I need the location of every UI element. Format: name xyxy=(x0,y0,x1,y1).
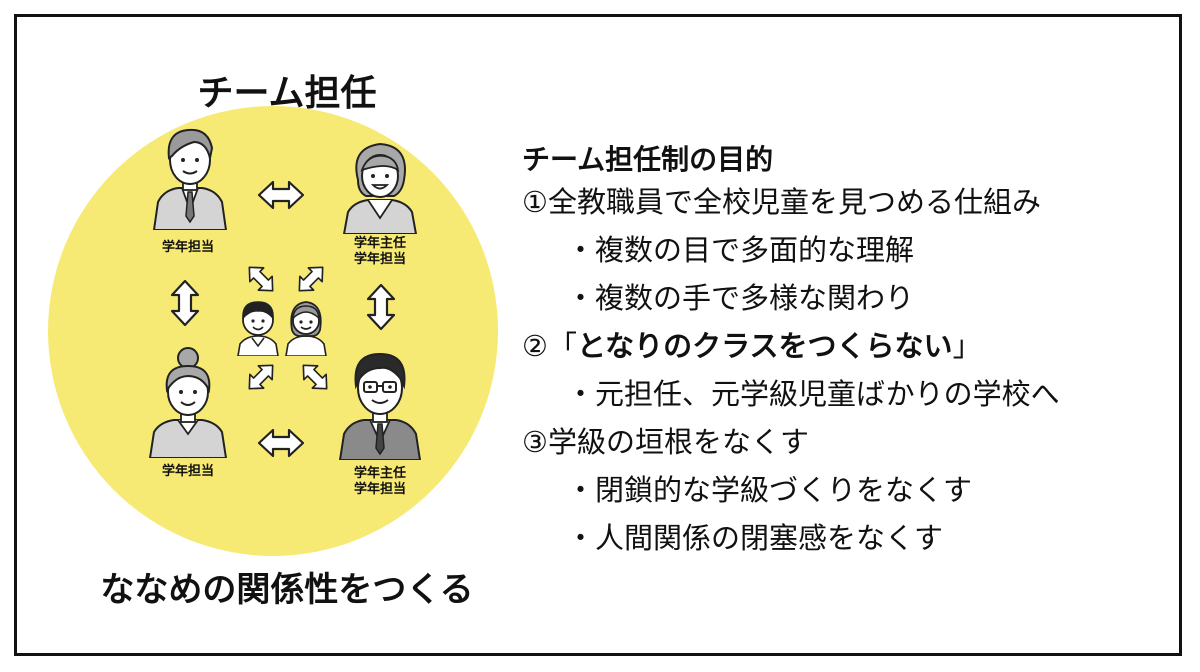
role-label-bottom-right: 学年主任 学年担当 xyxy=(340,466,420,498)
students-group xyxy=(237,301,327,356)
double-arrow-icon xyxy=(170,279,200,327)
role-line-2: 学年担当 xyxy=(353,482,406,497)
purpose-item-2-sub-1: ・元担任、元学級児童ばかりの学校へ xyxy=(566,377,1060,411)
girl-student-icon xyxy=(285,301,327,356)
double-arrow-icon xyxy=(257,428,305,458)
male-teacher-icon xyxy=(152,128,228,230)
role-label-top-right: 学年主任 学年担当 xyxy=(340,236,420,268)
male-teacher-glasses-icon xyxy=(338,352,422,460)
purpose-item-3-sub-2: ・人間関係の閉塞感をなくす xyxy=(566,521,944,555)
purpose-item-2-emphasis: となりのクラスをつくらない xyxy=(577,329,953,363)
double-arrow-icon xyxy=(366,283,396,331)
role-line-1: 学年主任 xyxy=(353,236,406,251)
purpose-item-1-sub-2: ・複数の手で多様な関わり xyxy=(566,281,915,315)
purpose-item-1-sub-1: ・複数の目で多面的な理解 xyxy=(566,233,915,267)
role-line-2: 学年担当 xyxy=(353,252,406,267)
role-label-top-left: 学年担当 xyxy=(161,240,214,255)
purpose-item-2-suffix: 」 xyxy=(952,329,982,363)
female-teacher-icon xyxy=(342,142,418,234)
team-title: チーム担任 xyxy=(197,73,377,114)
role-label-bottom-left: 学年担当 xyxy=(161,464,214,479)
purpose-list: チーム担任制の目的 ①全教職員で全校児童を見つめる仕組み ・複数の目で多面的な理… xyxy=(522,142,1060,562)
role-line-1: 学年主任 xyxy=(353,466,406,481)
bottom-caption: ななめの関係性をつくる xyxy=(100,570,474,610)
purpose-heading: チーム担任制の目的 xyxy=(522,143,774,176)
double-arrow-icon xyxy=(295,357,335,397)
purpose-item-3-sub-1: ・閉鎖的な学級づくりをなくす xyxy=(566,473,973,507)
purpose-item-2: ②「となりのクラスをつくらない」 xyxy=(522,322,1060,370)
double-arrow-icon xyxy=(257,180,305,210)
purpose-item-1: ①全教職員で全校児童を見つめる仕組み xyxy=(522,185,1041,219)
female-teacher-icon xyxy=(148,347,228,458)
boy-student-icon xyxy=(237,301,279,356)
double-arrow-icon xyxy=(241,259,281,299)
purpose-item-3: ③学級の垣根をなくす xyxy=(522,425,809,459)
purpose-item-2-prefix: ②「 xyxy=(522,329,577,363)
double-arrow-icon xyxy=(241,357,281,397)
double-arrow-icon xyxy=(291,259,331,299)
